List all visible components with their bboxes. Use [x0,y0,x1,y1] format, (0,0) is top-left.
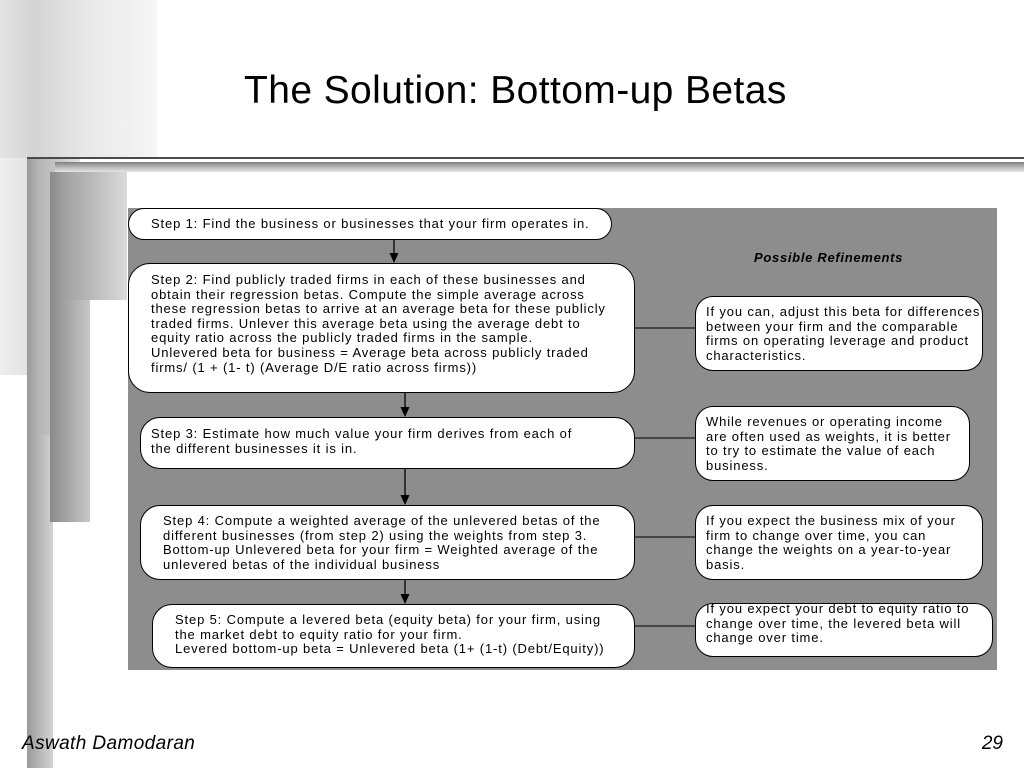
step-5-line: Levered bottom-up beta = Unlevered beta … [175,641,605,657]
step-2-line: obtain their regression betas. Compute t… [151,286,585,302]
step-4-box: Step 4: Compute a weighted average of th… [140,505,635,580]
step-2-line: Unlevered beta for business = Average be… [151,344,589,360]
refinements-heading: Possible Refinements [754,250,904,265]
decor-bar-top [0,0,157,158]
step-4-line: Bottom-up Unlevered beta for your firm =… [163,542,599,558]
decor-bar-d [66,172,127,300]
refinement-3-line: firm to change over time, you can [706,527,927,543]
refinement-2-line: are often used as weights, it is better [706,428,951,444]
step-5-line: Step 5: Compute a levered beta (equity b… [175,612,601,627]
refinement-4-line: change over time, the levered beta will [706,615,961,631]
step-2-box: Step 2: Find publicly traded firms in ea… [128,263,635,393]
refinement-2-line: While revenues or operating income [706,414,944,429]
title-rule-line [27,157,1024,159]
step-3-line: the different businesses it is in. [151,440,358,456]
refinement-2-line: business. [706,457,769,473]
refinement-1-line: firms on operating leverage and product [706,333,969,349]
step-2-line: traded firms. Unlever this average beta … [151,315,581,331]
slide-title: The Solution: Bottom-up Betas [244,69,787,112]
step-2-line: Step 2: Find publicly traded firms in ea… [151,272,586,287]
step-4-line: unlevered betas of the individual busine… [163,556,441,572]
step-3-line: Step 3: Estimate how much value your fir… [151,426,573,441]
refinement-2-line: to try to estimate the value of each [706,443,936,459]
step-5-line: the market debt to equity ratio for your… [175,626,463,642]
refinement-3-line: If you expect the business mix of your [706,513,956,528]
refinement-1-box: If you can, adjust this beta for differe… [695,296,983,371]
arrow-head [389,253,399,263]
refinement-4-line: If you expect your debt to equity ratio … [706,601,970,616]
arrow-step-2-to-step-3 [400,393,410,417]
arrow-step-1-to-step-2 [389,240,399,263]
title-rule-band [55,162,1024,172]
refinement-3-box: If you expect the business mix of your f… [695,505,983,580]
refinement-3-line: change the weights on a year-to-year [706,542,952,558]
refinement-1-line: characteristics. [706,347,807,363]
arrow-head [400,495,410,505]
refinement-1-line: If you can, adjust this beta for differe… [706,304,981,319]
refinement-4-line: change over time. [706,630,824,646]
page-number: 29 [981,733,1003,754]
arrow-head [400,407,410,417]
footer-author: Aswath Damodaran [22,733,196,754]
arrow-step-4-to-step-5 [400,580,410,604]
step-3-box: Step 3: Estimate how much value your fir… [140,417,635,469]
refinement-3-line: basis. [706,556,746,572]
step-4-line: Step 4: Compute a weighted average of th… [163,513,601,528]
arrow-step-3-to-step-4 [400,469,410,505]
refinement-2-box: While revenues or operating income are o… [695,406,970,481]
refinement-4-box: If you expect your debt to equity ratio … [695,601,993,657]
step-1-box: Step 1: Find the business or businesses … [128,208,612,240]
step-5-box: Step 5: Compute a levered beta (equity b… [152,604,635,668]
step-2-line: firms/ (1 + (1- t) (Average D/E ratio ac… [151,359,478,375]
step-2-line: these regression betas to arrive at an a… [151,301,606,317]
step-4-line: different businesses (from step 2) using… [163,527,588,543]
step-2-line: equity ratio across the publicly traded … [151,330,533,346]
refinement-1-line: between your firm and the comparable [706,318,959,334]
step-1-line: Step 1: Find the business or businesses … [151,216,590,231]
arrow-head [400,594,410,604]
